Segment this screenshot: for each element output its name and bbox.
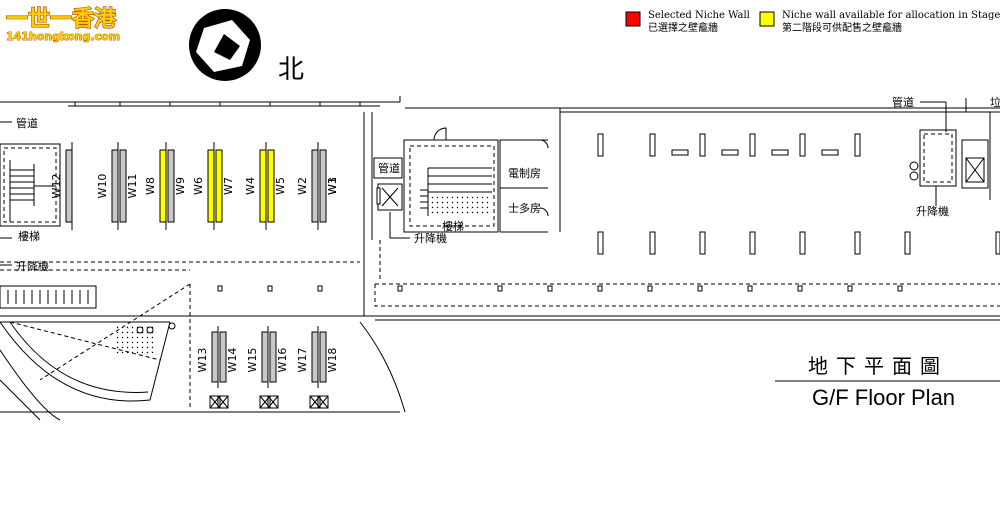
wall-label-w4: W4 bbox=[244, 177, 257, 195]
wall-label-w2: W2 bbox=[296, 177, 309, 195]
label-lift-left: 升降機 bbox=[16, 259, 49, 273]
legend-selected-zh: 已選擇之壁龕牆 bbox=[648, 21, 718, 34]
base-box bbox=[217, 395, 229, 409]
watermark-site: 141hongkong.com bbox=[6, 30, 120, 43]
wall-label-w1: W1 bbox=[326, 177, 339, 195]
wall-label-w17: W17 bbox=[296, 348, 309, 373]
column-line bbox=[265, 142, 267, 230]
wall-label-w5: W5 bbox=[274, 177, 287, 195]
window-marks bbox=[74, 102, 1000, 292]
wall-label-w15: W15 bbox=[246, 348, 259, 373]
upper-wall-strips: W12 W11 W10 W9 W8 W7 W6 W5 W4 W3 W2 W1 bbox=[50, 142, 339, 230]
wall-label-w3: W3 bbox=[326, 177, 339, 195]
wall-label-w11: W11 bbox=[126, 174, 139, 199]
column-line bbox=[71, 142, 73, 230]
left-stair-block bbox=[0, 143, 61, 227]
wall-label-w8: W8 bbox=[144, 177, 157, 195]
building-outline bbox=[0, 96, 1000, 413]
north-compass-icon bbox=[189, 9, 261, 81]
column-line bbox=[267, 326, 269, 388]
base-box bbox=[317, 395, 329, 409]
wall-label-w9: W9 bbox=[174, 177, 187, 195]
wall-strip-w18[interactable] bbox=[319, 331, 327, 383]
wall-label-w7: W7 bbox=[222, 177, 235, 195]
wall-strip-w10[interactable] bbox=[111, 149, 119, 223]
column-line bbox=[117, 142, 119, 230]
base-box-cross bbox=[267, 395, 279, 409]
wall-strip-w16[interactable] bbox=[269, 331, 277, 383]
label-pipe-right: 管道 bbox=[892, 95, 914, 109]
label-electric-room: 電制房 bbox=[508, 167, 541, 180]
wall-strip-w14[interactable] bbox=[219, 331, 227, 383]
column-line bbox=[213, 142, 215, 230]
label-pipe-mid: 管道 bbox=[378, 161, 400, 175]
wall-label-w16: W16 bbox=[276, 348, 289, 373]
legend-available-en: Niche wall available for allocation in S… bbox=[782, 10, 1000, 21]
legend-selected-en: Selected Niche Wall bbox=[648, 10, 750, 21]
base-box bbox=[209, 395, 221, 409]
plan-title-zh: 地下平面圖 bbox=[808, 354, 948, 378]
column-line bbox=[317, 142, 319, 230]
legend-available-swatch bbox=[759, 11, 775, 27]
legend-available-zh: 第二階段可供配售之壁龕牆 bbox=[782, 21, 902, 34]
column-line bbox=[317, 326, 319, 388]
wall-label-w14: W14 bbox=[226, 348, 239, 373]
wall-strip-w6[interactable] bbox=[207, 149, 215, 223]
label-lift-mid: 升降機 bbox=[414, 231, 447, 245]
column-line bbox=[217, 326, 219, 388]
base-box-cross bbox=[217, 395, 229, 409]
wall-strip-w4[interactable] bbox=[259, 149, 267, 223]
watermark-name: 一世一香港 bbox=[6, 7, 117, 32]
wall-strip-w17[interactable] bbox=[311, 331, 319, 383]
base-box-cross bbox=[317, 395, 329, 409]
column-line bbox=[165, 142, 167, 230]
base-box bbox=[259, 395, 271, 409]
label-cut-right: 垃 bbox=[990, 95, 1000, 109]
right-lift-block bbox=[909, 98, 991, 200]
wall-strip-w5[interactable] bbox=[267, 149, 275, 223]
wall-strip-w2[interactable] bbox=[311, 149, 319, 223]
label-stairs-left: 樓梯 bbox=[18, 229, 40, 243]
wall-label-w6: W6 bbox=[192, 177, 205, 195]
base-box bbox=[309, 395, 321, 409]
corridor-dashed bbox=[0, 240, 1000, 307]
lower-wall-strips: W13 W14 W15 W16 W17 W18 bbox=[196, 326, 339, 409]
wall-strip-w15[interactable] bbox=[261, 331, 269, 383]
wall-label-w10: W10 bbox=[96, 174, 109, 199]
label-staff-room: 士多房 bbox=[508, 201, 541, 215]
wall-strip-w7[interactable] bbox=[215, 149, 223, 223]
plan-title-en: G/F Floor Plan bbox=[812, 385, 955, 410]
north-label: 北 bbox=[278, 55, 304, 85]
middle-stair-block bbox=[373, 127, 549, 233]
wall-strip-w1[interactable] bbox=[319, 149, 327, 223]
wall-strip-w12[interactable] bbox=[65, 149, 73, 223]
wall-strip-w11[interactable] bbox=[119, 149, 127, 223]
wall-label-w18: W18 bbox=[326, 348, 339, 373]
label-pipe-left: 管道 bbox=[16, 116, 38, 130]
label-lift-right: 升降機 bbox=[916, 204, 949, 218]
wall-label-w12: W12 bbox=[50, 174, 63, 199]
wall-strip-w13[interactable] bbox=[211, 331, 219, 383]
base-box bbox=[267, 395, 279, 409]
legend-selected-swatch bbox=[625, 11, 641, 27]
wall-label-w13: W13 bbox=[196, 348, 209, 373]
lower-left-curve bbox=[0, 283, 191, 421]
wall-strip-w8[interactable] bbox=[159, 149, 167, 223]
wall-strip-w9[interactable] bbox=[167, 149, 175, 223]
label-stairs-mid: 樓梯 bbox=[442, 219, 464, 233]
